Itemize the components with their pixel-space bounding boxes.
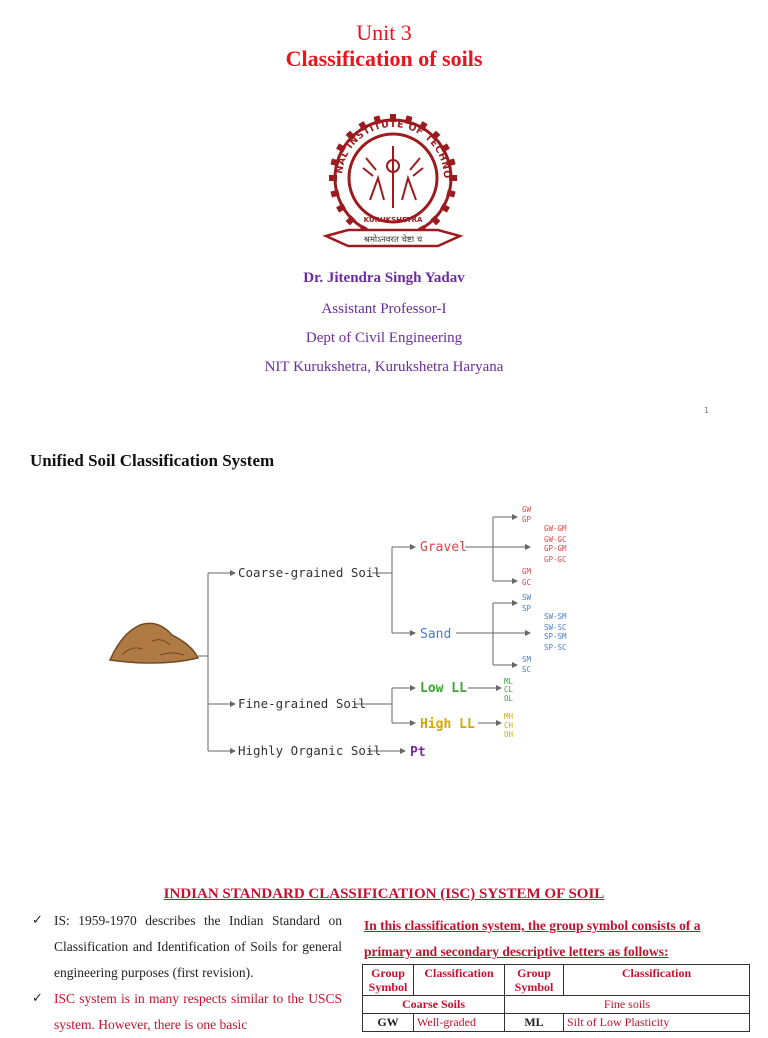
slide-title: Classification of soils bbox=[285, 46, 483, 71]
logo-city: KURUKSHETRA bbox=[364, 216, 423, 224]
gravel-top-1: GP bbox=[522, 515, 532, 524]
highly-organic-label: Highly Organic Soil bbox=[238, 743, 381, 758]
nit-kurukshetra-logo: NATIONAL INSTITUTE OF TECHNOLOGY KURUKSH… bbox=[313, 100, 468, 258]
table-subheader-row: Coarse Soils Fine soils bbox=[362, 995, 750, 1014]
sand-mid-0: SW-SM bbox=[544, 612, 567, 621]
table-row: GW Well-graded ML Silt of Low Plasticity bbox=[362, 1013, 750, 1032]
sand-top-0: SW bbox=[522, 593, 532, 602]
page-number: 1 bbox=[704, 406, 710, 415]
pt-label: Pt bbox=[410, 745, 426, 760]
low-ll-label: Low LL bbox=[420, 681, 467, 696]
gravel-label: Gravel bbox=[420, 540, 467, 555]
table-header: Group Symbol bbox=[362, 964, 414, 996]
low-ll-2: OL bbox=[504, 694, 514, 703]
gravel-mid-0: GW-GM bbox=[544, 524, 567, 533]
sand-top-1: SP bbox=[522, 604, 532, 613]
uscs-flow-diagram: Coarse-grained Soil Fine-grained Soil Hi… bbox=[100, 495, 600, 770]
low-ll-1: CL bbox=[504, 685, 514, 694]
isc-intro-text: In this classification system, the group… bbox=[364, 918, 701, 959]
author-name: Dr. Jitendra Singh Yadav bbox=[303, 270, 465, 286]
bullet-item: ✓ ISC system is in many respects similar… bbox=[30, 986, 342, 1038]
gravel-bot-0: GM bbox=[522, 567, 532, 576]
low-ll-0: ML bbox=[504, 677, 514, 686]
check-mark-icon: ✓ bbox=[32, 991, 43, 1006]
author-department: Dept of Civil Engineering bbox=[305, 330, 463, 346]
bullet-text: ISC system is in many respects similar t… bbox=[54, 991, 342, 1032]
table-subheader: Fine soils bbox=[504, 995, 750, 1014]
sand-mid-2: SP-SM bbox=[544, 632, 567, 641]
coarse-grained-label: Coarse-grained Soil bbox=[238, 565, 381, 580]
table-cell: GW bbox=[362, 1013, 414, 1032]
author-institute: NIT Kurukshetra, Kurukshetra Haryana bbox=[264, 359, 504, 375]
table-header: Group Symbol bbox=[504, 964, 564, 996]
high-ll-1: CH bbox=[504, 721, 514, 730]
isc-classification-table: Group Symbol Classification Group Symbol… bbox=[362, 964, 750, 1032]
sand-bot-1: SC bbox=[522, 665, 531, 674]
table-header-row: Group Symbol Classification Group Symbol… bbox=[362, 964, 750, 996]
unit-number: Unit 3 bbox=[356, 20, 412, 45]
high-ll-2: OH bbox=[504, 730, 514, 739]
gravel-top-0: GW bbox=[522, 505, 532, 514]
gravel-mid-3: GP-GC bbox=[544, 555, 567, 564]
table-subheader: Coarse Soils bbox=[362, 995, 505, 1014]
gravel-bot-1: GC bbox=[522, 578, 531, 587]
bullet-item: ✓ IS: 1959-1970 describes the Indian Sta… bbox=[30, 908, 342, 986]
sand-label: Sand bbox=[420, 627, 451, 642]
logo-motto: श्रमोऽनवरत चेष्टा च bbox=[364, 234, 423, 245]
table-header: Classification bbox=[563, 964, 750, 996]
bullet-text: IS: 1959-1970 describes the Indian Stand… bbox=[54, 913, 342, 980]
svg-text:NATIONAL INSTITUTE OF TECHNOLO: NATIONAL INSTITUTE OF TECHNOLOGY bbox=[318, 108, 452, 179]
table-cell: Silt of Low Plasticity bbox=[563, 1013, 750, 1032]
high-ll-label: High LL bbox=[420, 717, 475, 732]
high-ll-0: MH bbox=[504, 712, 514, 721]
author-designation: Assistant Professor-I bbox=[321, 301, 447, 317]
logo-ring-text: NATIONAL INSTITUTE OF TECHNOLOGY bbox=[313, 100, 451, 179]
table-cell: Well-graded bbox=[413, 1013, 505, 1032]
sand-mid-1: SW-SC bbox=[544, 623, 567, 632]
table-header: Classification bbox=[413, 964, 505, 996]
fine-grained-label: Fine-grained Soil bbox=[238, 696, 366, 711]
sand-bot-0: SM bbox=[522, 655, 532, 664]
check-mark-icon: ✓ bbox=[32, 913, 43, 928]
gravel-mid-1: GW-GC bbox=[544, 535, 567, 544]
table-cell: ML bbox=[504, 1013, 564, 1032]
isc-bullet-list: ✓ IS: 1959-1970 describes the Indian Sta… bbox=[30, 908, 342, 1038]
isc-heading: INDIAN STANDARD CLASSIFICATION (ISC) SYS… bbox=[163, 886, 605, 902]
soil-pile-icon bbox=[108, 622, 200, 664]
gravel-mid-2: GP-GM bbox=[544, 544, 567, 553]
uscs-heading: Unified Soil Classification System bbox=[30, 451, 275, 470]
sand-mid-3: SP-SC bbox=[544, 643, 567, 652]
